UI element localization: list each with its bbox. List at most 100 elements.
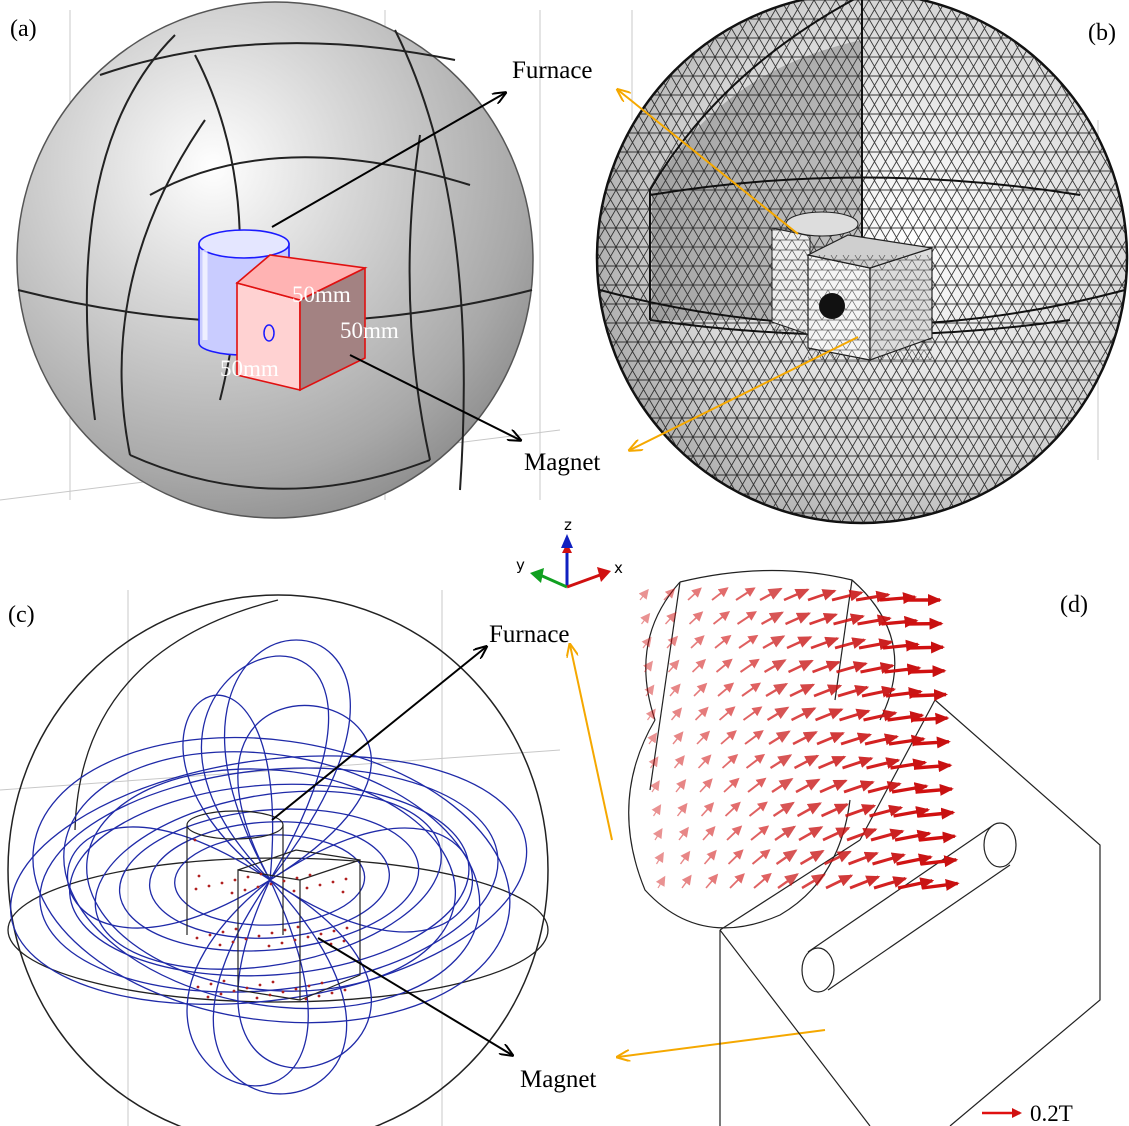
- field-vector-arrow: [822, 826, 851, 842]
- field-vector-arrow: [783, 588, 810, 602]
- field-vector-arrow: [739, 658, 760, 673]
- field-arrow-dot: [344, 877, 348, 881]
- field-vector-arrow: [918, 831, 957, 844]
- field-line-loop: [118, 808, 420, 952]
- field-arrow-dot: [207, 884, 211, 888]
- field-arrow-dot: [271, 980, 275, 984]
- field-arrow-dot: [222, 979, 226, 983]
- field-vector-arrow: [738, 634, 759, 649]
- field-vector-arrow: [894, 829, 932, 842]
- field-arrow-dot: [293, 938, 297, 942]
- panel-c: (c): [0, 590, 561, 1126]
- field-vector-arrow: [726, 825, 743, 841]
- furnace-pointer-b: [618, 90, 799, 235]
- field-vector-arrow: [801, 873, 827, 890]
- field-vector-arrow: [885, 687, 923, 700]
- field-arrow-dot: [318, 883, 322, 887]
- field-vector-arrow: [763, 659, 787, 673]
- field-vector-arrow: [687, 587, 702, 601]
- field-vector-arrow: [751, 849, 771, 865]
- field-arrow-dot: [282, 879, 286, 883]
- field-vector-arrow: [823, 850, 852, 866]
- field-vector-arrow: [643, 660, 653, 673]
- field-vector-arrow: [814, 708, 844, 722]
- field-vector-arrow: [833, 613, 865, 626]
- field-arrow-dot: [281, 990, 285, 994]
- field-arrow-dot: [255, 996, 259, 1000]
- field-arrow-dot: [345, 926, 349, 930]
- field-arrow-dot: [295, 876, 299, 880]
- field-vector-arrow: [893, 806, 931, 818]
- field-vector-arrow: [872, 852, 906, 866]
- field-arrow-dot: [292, 889, 296, 893]
- field-vector-arrow: [784, 612, 812, 626]
- field-vector-arrow: [723, 777, 740, 793]
- panel-d: (d) 0.2T: [628, 569, 1101, 1126]
- field-vector-arrow: [712, 610, 731, 625]
- field-vector-arrow: [647, 732, 658, 745]
- field-vector-arrow: [855, 590, 891, 603]
- field-line-loop: [86, 768, 457, 992]
- field-vector-arrow: [839, 708, 871, 722]
- field-vector-arrow: [888, 734, 926, 747]
- field-vector-arrow: [762, 635, 786, 650]
- magnet-label-top: Magnet: [524, 449, 600, 476]
- panel-tag-b: (b): [1088, 20, 1116, 46]
- field-vector-arrow: [678, 826, 689, 841]
- field-vector-arrow: [912, 736, 951, 749]
- magnet-cube: [235, 254, 368, 392]
- field-vector-arrow: [774, 825, 797, 841]
- domain-outline: [7, 594, 549, 1126]
- field-vector-arrow: [717, 682, 735, 697]
- furnace-pointer-a: [271, 93, 505, 228]
- field-vector-arrow: [664, 611, 677, 625]
- field-vector-arrow: [796, 802, 822, 818]
- field-arrow-dot: [330, 991, 334, 995]
- field-vector-arrow: [696, 730, 711, 745]
- field-vector-arrow: [742, 706, 763, 721]
- field-vector-arrow: [718, 706, 736, 721]
- field-arrow-dot: [296, 925, 300, 929]
- field-vector-arrow: [881, 615, 919, 628]
- field-vector-arrow: [705, 873, 719, 889]
- field-arrow-dot: [246, 875, 250, 879]
- field-arrow-dot: [306, 935, 310, 939]
- field-vector-arrow: [675, 779, 687, 793]
- field-vector-arrow: [869, 804, 904, 818]
- field-arrow-dot: [196, 985, 200, 989]
- field-vector-arrow: [735, 587, 756, 601]
- field-vector-arrow: [879, 592, 917, 605]
- field-line-loop: [269, 827, 474, 933]
- field-vector-arrow: [908, 665, 947, 678]
- field-vector-arrow: [840, 732, 873, 746]
- field-arrow-dot: [221, 930, 225, 934]
- field-arrow-dot: [331, 880, 335, 884]
- field-vector-arrow: [676, 802, 688, 817]
- dim-label-top: 50mm: [292, 282, 351, 307]
- axis-y-label: y: [516, 556, 525, 574]
- field-line-loop: [182, 694, 274, 881]
- panel-tag-d: (d): [1060, 592, 1088, 618]
- sphere-seams: [17, 29, 533, 491]
- field-arrow-dot: [244, 937, 248, 941]
- field-line-loop: [32, 736, 511, 1024]
- field-arrow-dot: [267, 944, 271, 948]
- field-vector-arrow: [870, 828, 905, 842]
- field-vector-arrow: [887, 710, 925, 723]
- field-line-loop: [224, 639, 351, 881]
- field-arrow-dot: [305, 886, 309, 890]
- field-vector-arrow: [727, 849, 744, 865]
- field-vector-arrow: [792, 731, 818, 746]
- axis-x-label: x: [614, 559, 623, 577]
- field-vector-arrow: [836, 661, 868, 674]
- field-vector-arrow: [831, 589, 864, 602]
- field-vector-arrow: [750, 825, 770, 841]
- furnace-pointer-c: [271, 647, 486, 821]
- field-vector-arrow: [817, 755, 847, 770]
- field-arrow-dot: [256, 885, 260, 889]
- c-field-arrows: [193, 838, 349, 1001]
- field-vector-arrow: [690, 635, 705, 649]
- field-vector-arrow: [765, 682, 789, 697]
- field-vector-arrow: [641, 636, 652, 649]
